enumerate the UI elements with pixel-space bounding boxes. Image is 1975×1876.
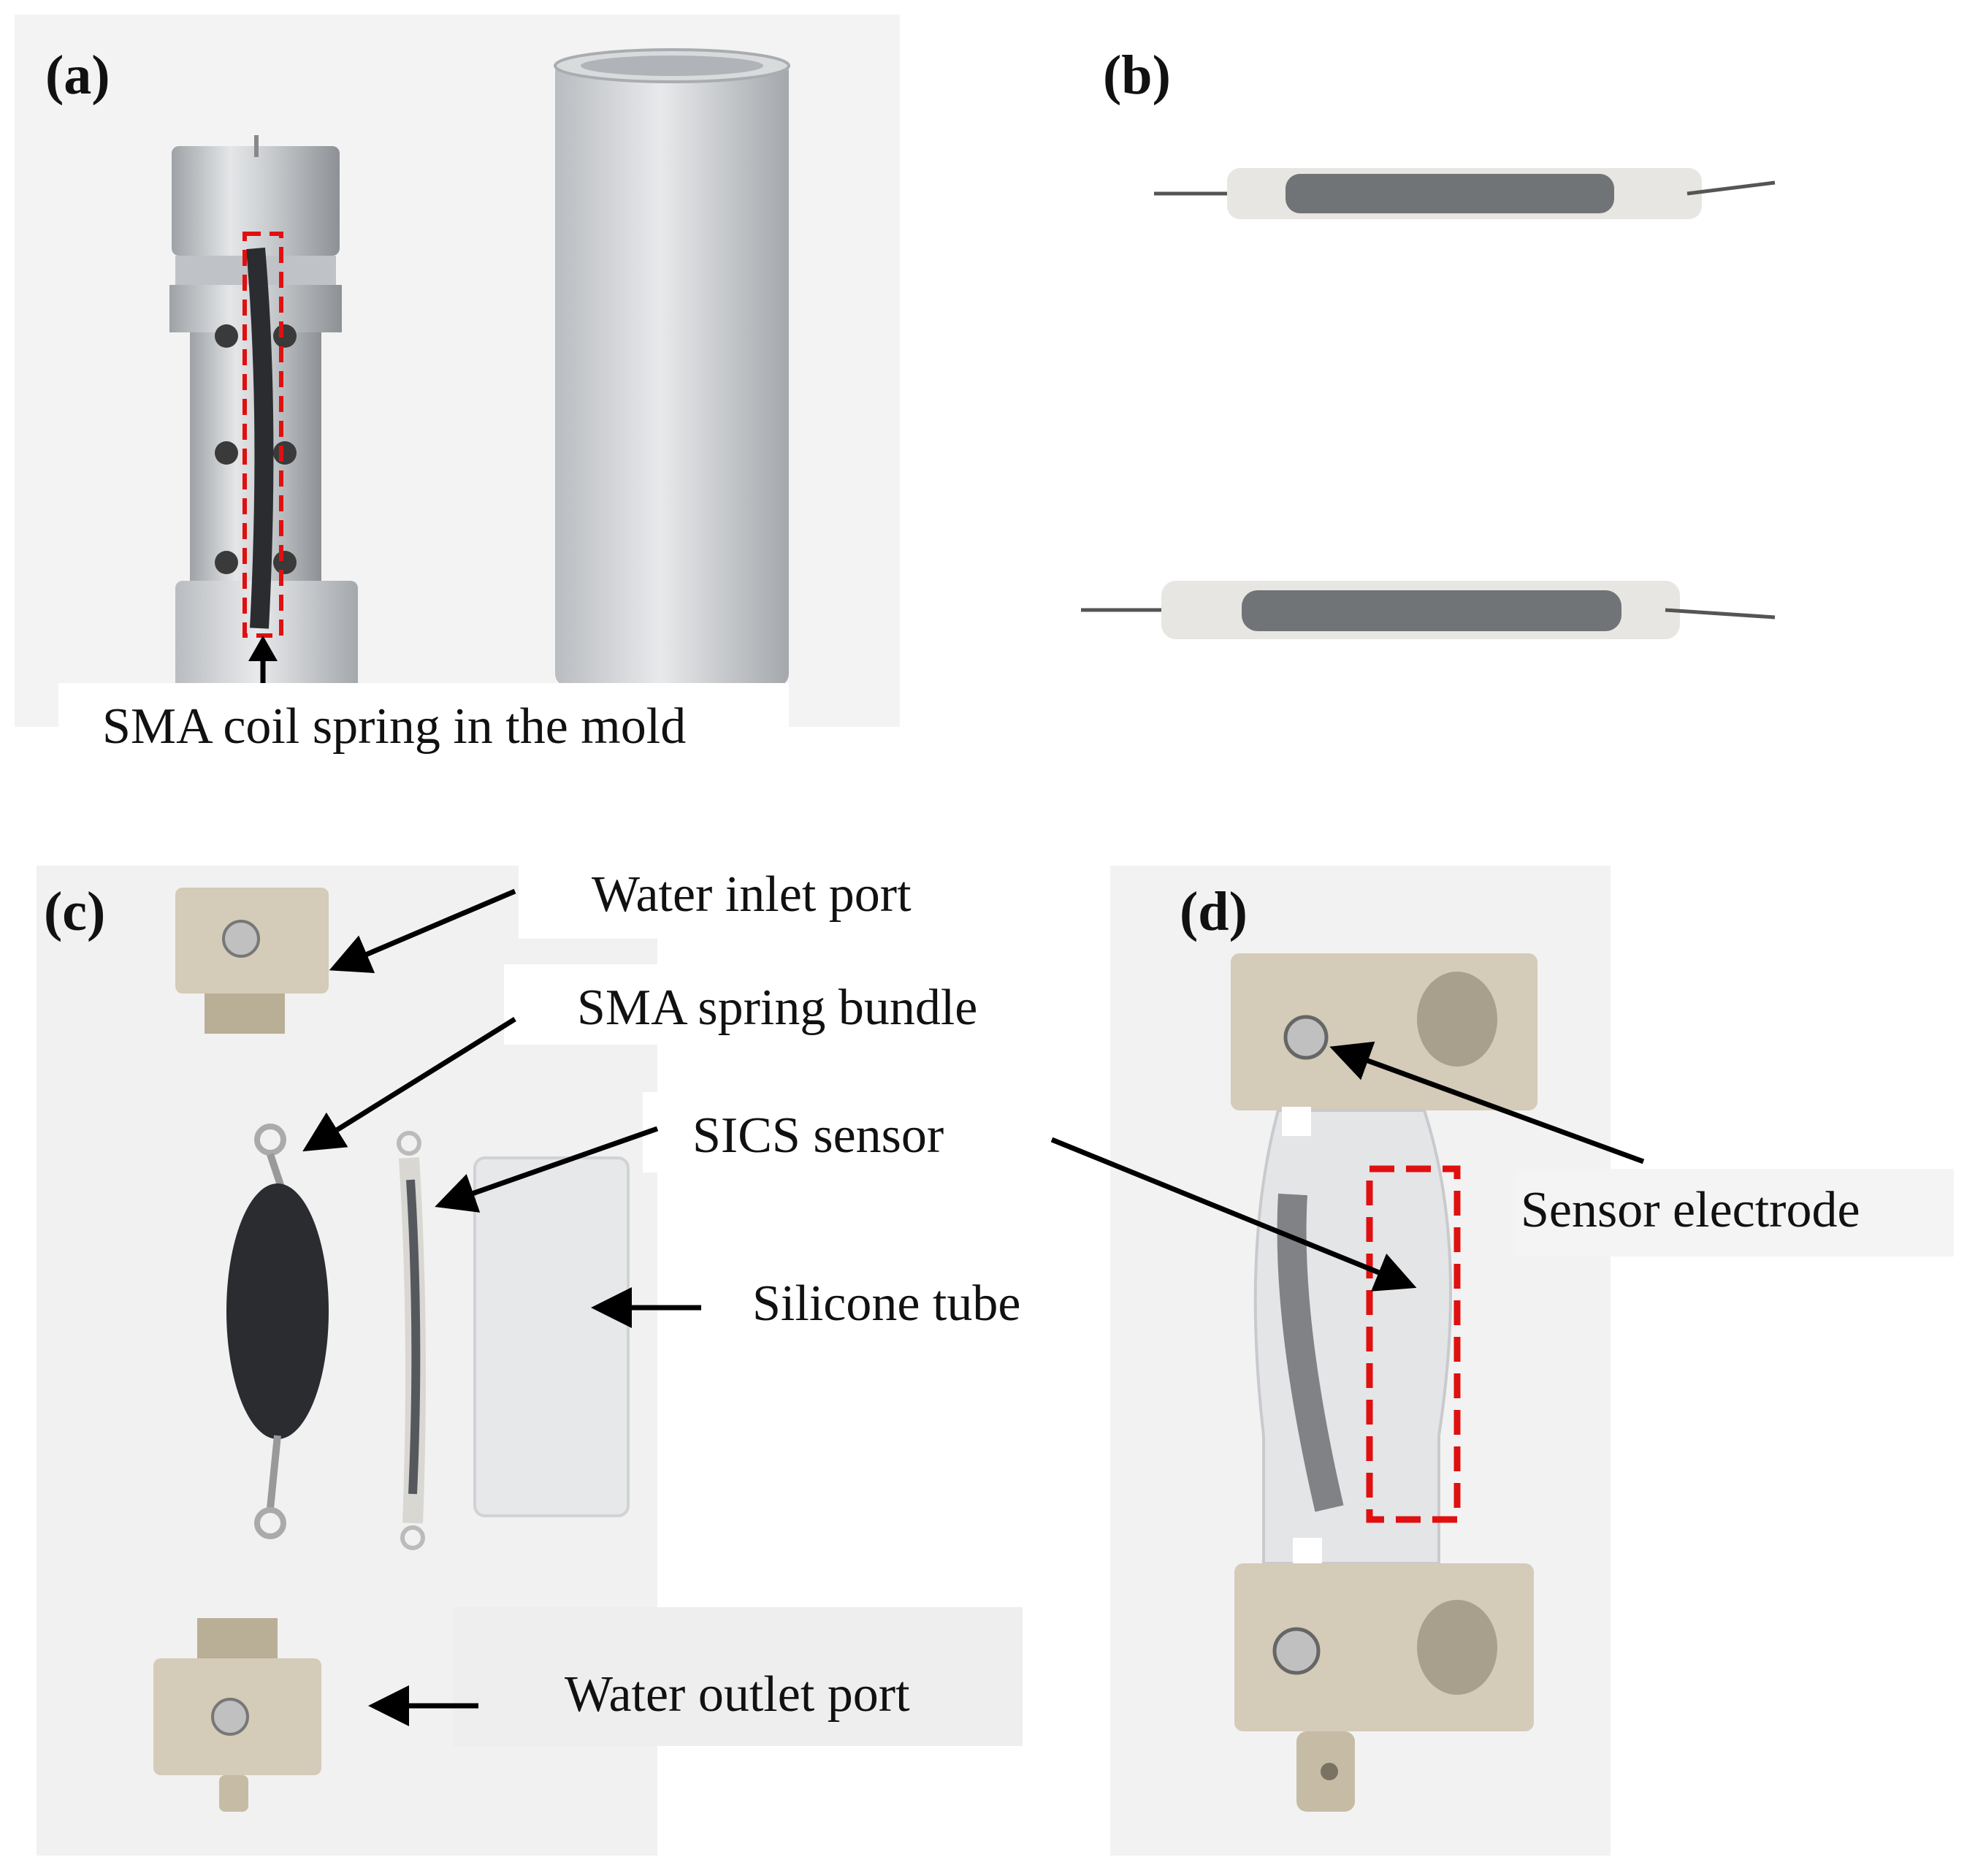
electrode-caption-bg <box>1516 1169 1954 1257</box>
water-outlet-block <box>153 1618 321 1812</box>
spring-bundle-caption: SMA spring bundle <box>577 980 978 1036</box>
sensor-caption-bg <box>643 1092 1008 1172</box>
sensor-specimen-bottom <box>1081 581 1776 639</box>
sensor-specimen-top <box>1154 168 1776 219</box>
assembled-actuator <box>1231 953 1537 1812</box>
panel-b-label: (b) <box>1103 45 1171 106</box>
panel-c-label: (c) <box>44 881 106 942</box>
sensor-highlight-box <box>1366 1165 1461 1523</box>
silicone-tube-part <box>473 1156 630 1517</box>
sics-sensor-part <box>397 1131 426 1550</box>
sics-sensor-caption: SICS sensor <box>692 1107 944 1164</box>
panel-a-caption: SMA coil spring in the mold <box>102 698 687 755</box>
panel-d-photo <box>1231 953 1537 1812</box>
tube-caption-bg <box>716 1264 1081 1344</box>
panel-b <box>1074 44 1950 690</box>
inlet-caption-bg <box>519 866 1015 939</box>
panel-a-label: (a) <box>45 45 110 106</box>
bundle-caption-bg <box>504 964 1088 1045</box>
panel-d-label: (d) <box>1180 881 1248 942</box>
silicone-tube-caption: Silicone tube <box>752 1276 1021 1332</box>
panel-a <box>15 15 900 727</box>
sma-spring-bundle <box>226 1124 329 1539</box>
outlet-caption-bg <box>453 1607 1023 1746</box>
panel-a-caption-bg <box>58 683 789 763</box>
panel-c-photo <box>153 888 630 1812</box>
water-inlet-caption: Water inlet port <box>592 866 912 923</box>
mold-sleeve <box>554 48 790 687</box>
panel-b-photo <box>1081 168 1776 639</box>
water-outlet-caption: Water outlet port <box>565 1666 910 1723</box>
water-inlet-block <box>175 888 329 1034</box>
panel-d <box>1110 866 1611 1856</box>
mold-core <box>169 135 358 712</box>
sensor-electrode-caption: Sensor electrode <box>1521 1182 1860 1238</box>
panel-a-photo <box>169 48 790 712</box>
